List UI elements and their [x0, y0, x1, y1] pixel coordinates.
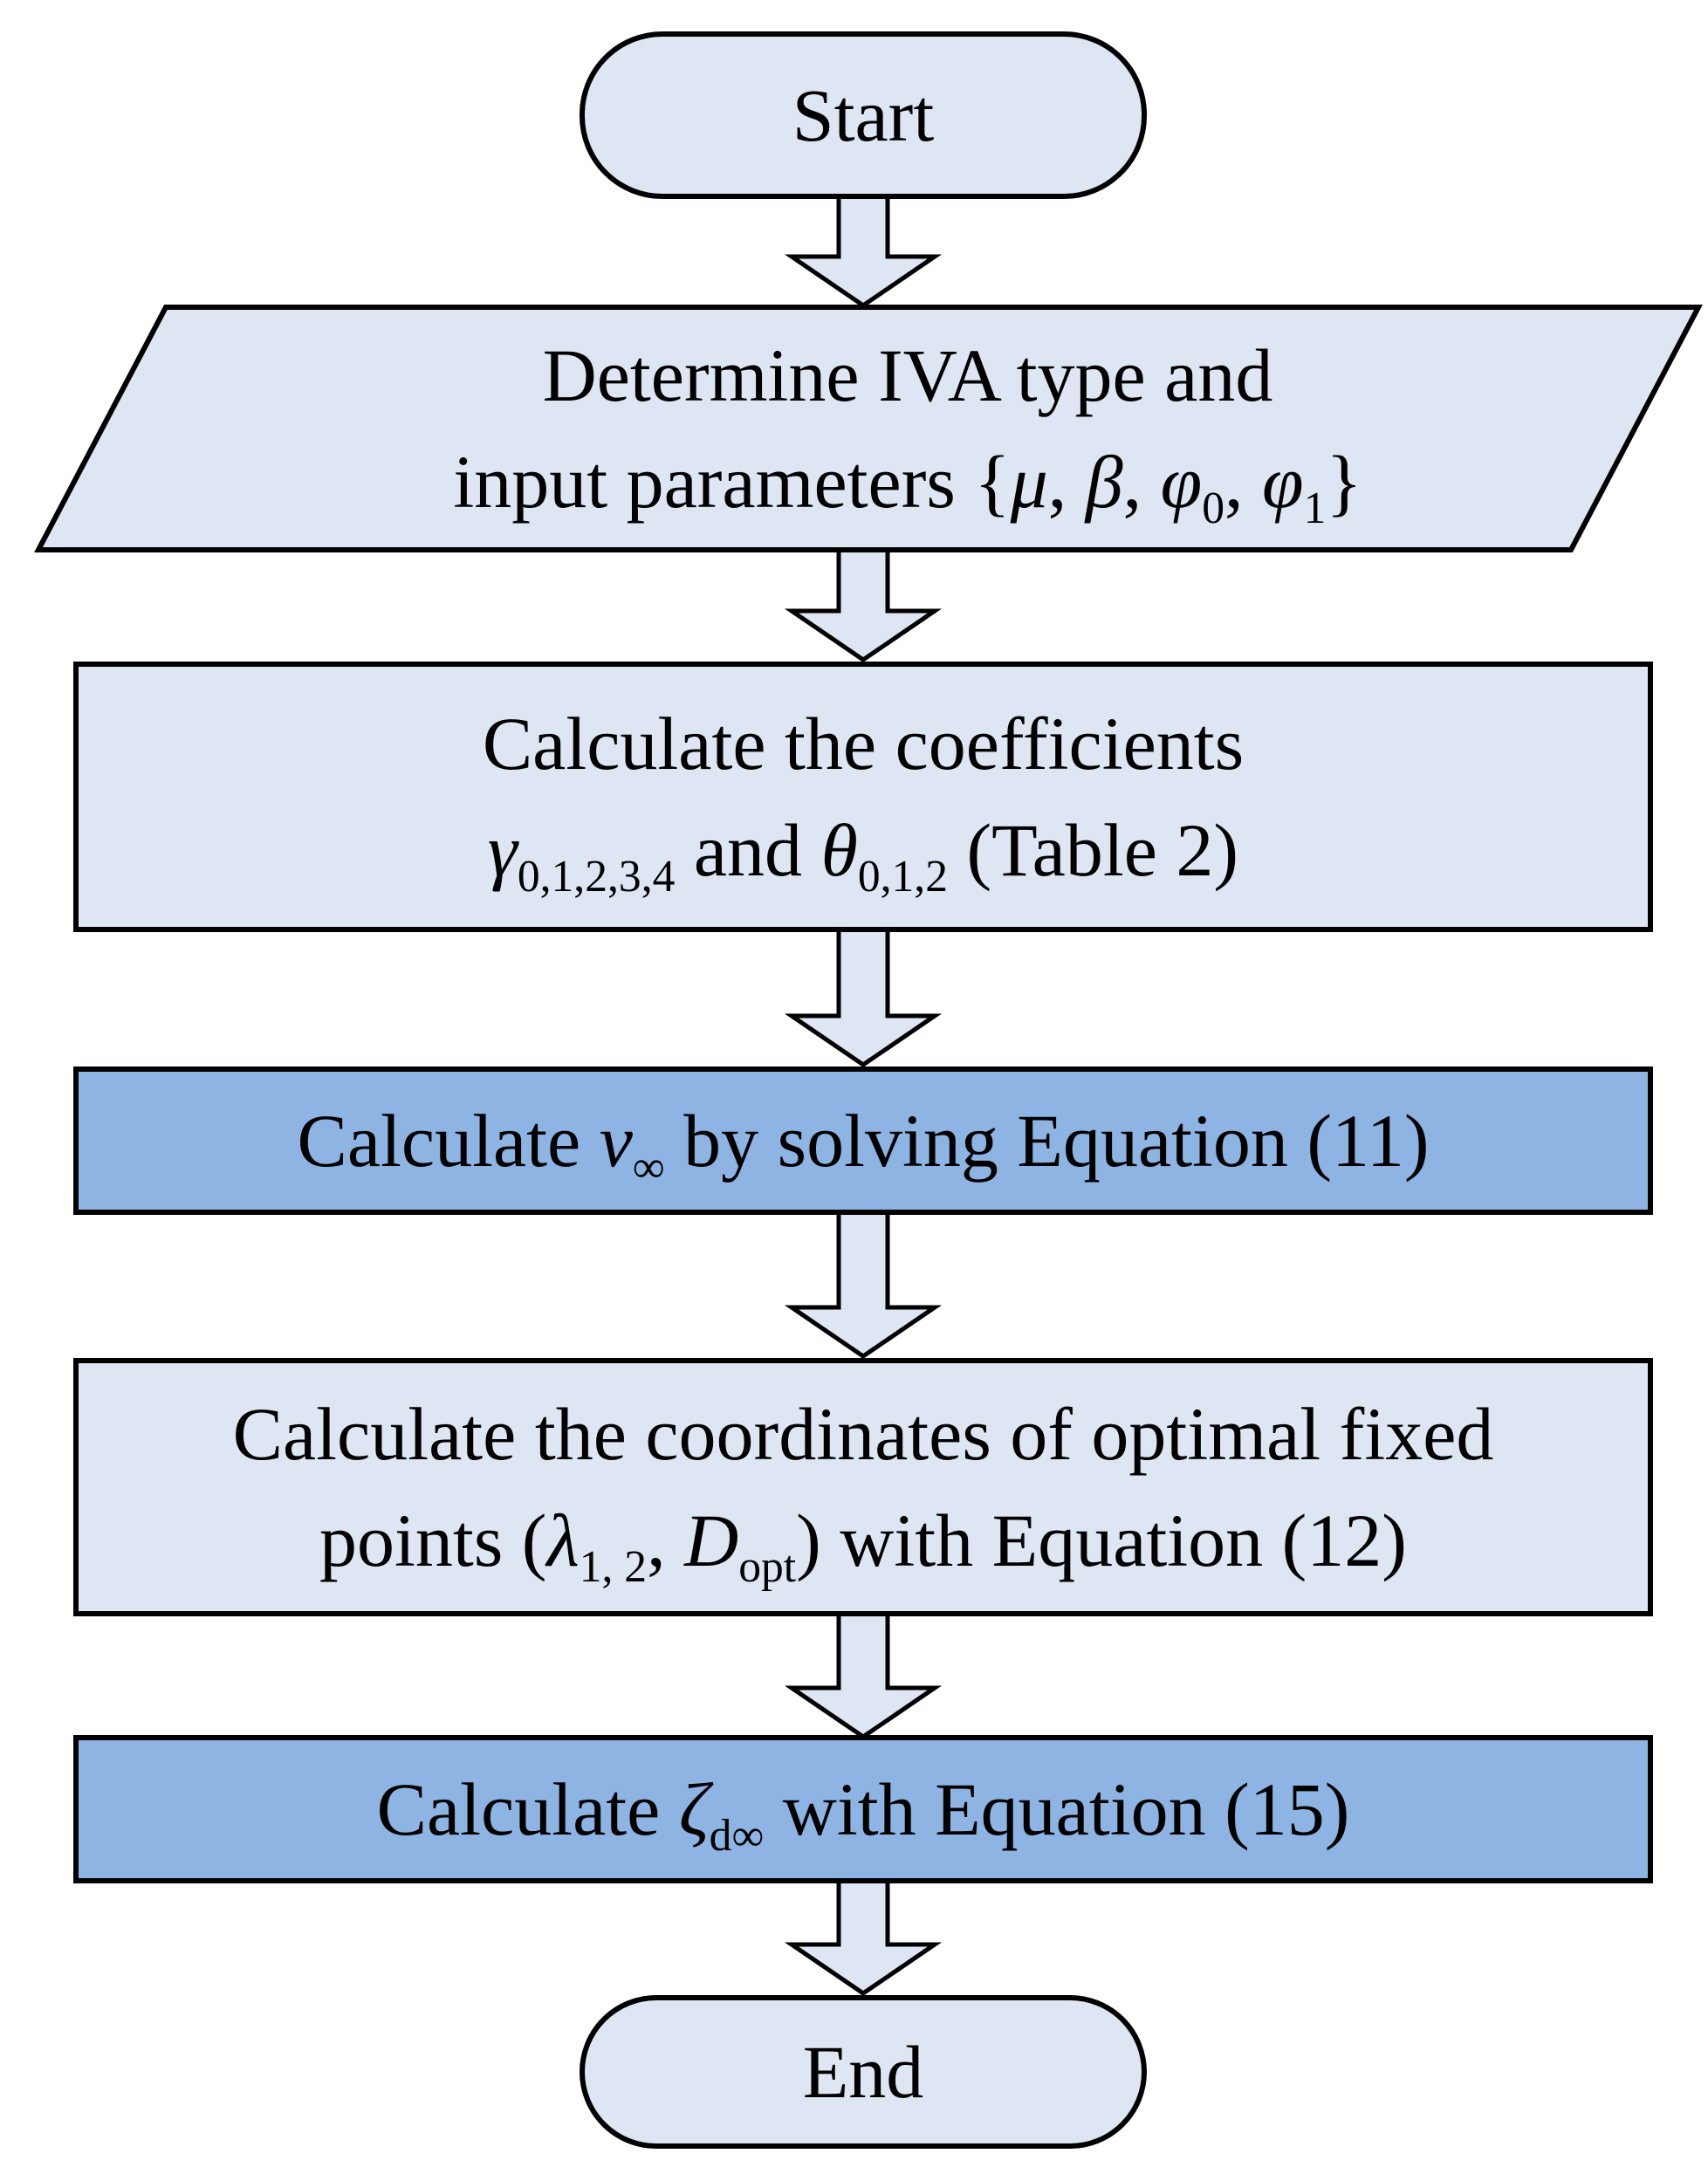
down-arrow-4 — [784, 1210, 943, 1360]
down-arrow-2 — [784, 545, 943, 663]
node-end: End — [580, 1995, 1147, 2149]
down-arrow-6 — [784, 1878, 943, 1997]
node-damping: Calculate ζd∞ with Equation (15) — [73, 1735, 1653, 1883]
node-end-label: End — [802, 2029, 924, 2114]
down-arrow-1 — [784, 194, 943, 309]
node-damping-label: Calculate ζd∞ with Equation (15) — [376, 1766, 1350, 1862]
node-start-label: Start — [792, 72, 935, 157]
parallelogram-input-shape — [34, 305, 1703, 552]
down-arrow-3 — [784, 927, 943, 1068]
node-fixed-points-label: Calculate the coordinates of optimal fix… — [232, 1391, 1494, 1593]
node-solve-v-label: Calculate ν∞ by solving Equation (11) — [297, 1098, 1430, 1193]
node-solve-v: Calculate ν∞ by solving Equation (11) — [73, 1066, 1653, 1215]
down-arrow-5 — [784, 1611, 943, 1740]
node-start: Start — [580, 31, 1147, 199]
node-fixed-points: Calculate the coordinates of optimal fix… — [73, 1358, 1653, 1616]
